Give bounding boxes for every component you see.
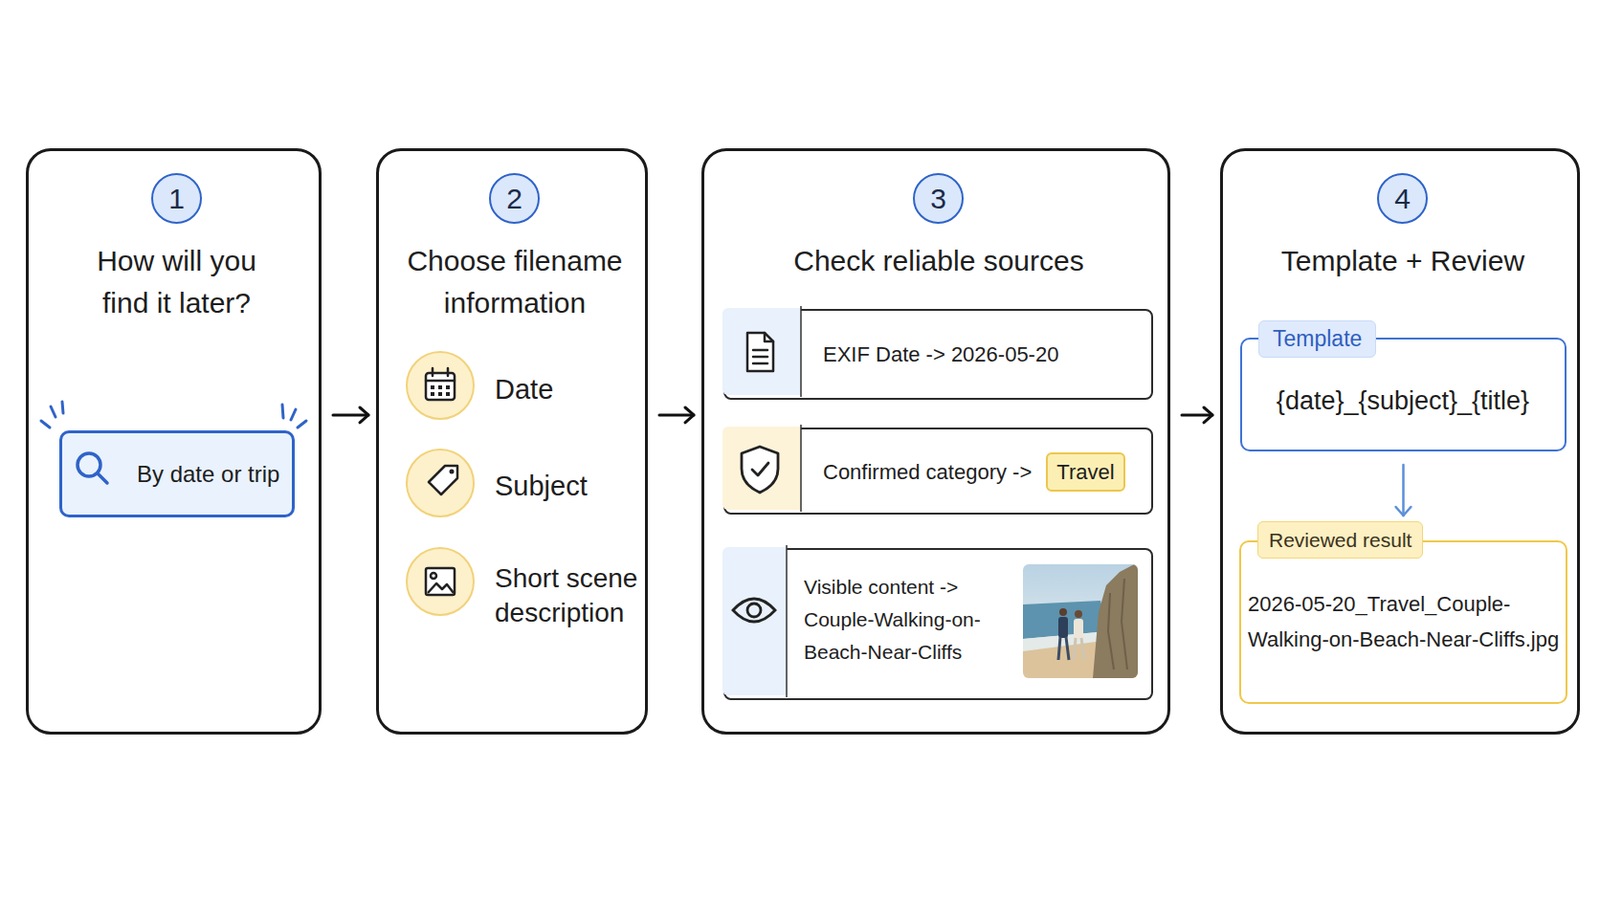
- flow-arrow: [659, 407, 694, 423]
- source-text: EXIF Date -> 2026-05-20: [822, 340, 1139, 370]
- step-panel: Check reliable sources 3EXIF Date -> 2026…: [701, 148, 1171, 735]
- category-text: Travel: [1047, 454, 1124, 490]
- search-text: By date or trip: [136, 459, 295, 490]
- source-text: Confirmed category ->: [822, 458, 1044, 488]
- result-filename: 2026-05-20_Travel_Couple-Walking-on-Beac…: [1247, 586, 1566, 658]
- step-number: 3: [914, 175, 962, 223]
- arrow-line: [659, 413, 694, 417]
- step-number-circle: 3: [912, 173, 964, 224]
- flow-arrow: [333, 407, 369, 423]
- step-number: 2: [490, 175, 538, 223]
- category-pill: Travel: [1045, 452, 1126, 492]
- step-number-circle: 2: [488, 173, 540, 224]
- result-tab: Reviewed result: [1257, 521, 1423, 559]
- template-text: {date}_{subject}_{title}: [1242, 384, 1564, 418]
- item-label: Subject: [494, 468, 639, 504]
- step-number: 4: [1378, 175, 1426, 223]
- source-box: Confirmed category ->Travel: [723, 427, 1154, 515]
- source-box: EXIF Date -> 2026-05-20: [723, 309, 1154, 400]
- step-title: How will you find it later?: [70, 240, 283, 325]
- result-box: Reviewed result2026-05-20_Travel_Couple-…: [1239, 540, 1568, 705]
- arrow-line: [1181, 413, 1213, 417]
- step-panel: How will you find it later? 1 By date or t…: [25, 148, 322, 735]
- step-panel: Choose filename information 2DateSubjectS…: [376, 148, 648, 735]
- arrow-head: [359, 407, 369, 423]
- step-number: 1: [153, 175, 200, 223]
- item-label: Date: [494, 372, 639, 407]
- template-box: Template{date}_{subject}_{title}: [1240, 337, 1567, 452]
- step-number-circle: 4: [1377, 173, 1428, 224]
- source-text: Visible content -> Couple-Walking-on-Bea…: [803, 571, 1021, 669]
- arrow-head: [1203, 407, 1213, 423]
- step-number-circle: 1: [151, 173, 202, 224]
- arrow-head: [685, 407, 694, 423]
- arrow-line: [333, 413, 369, 417]
- flow-arrow: [1181, 407, 1213, 423]
- search-box: By date or trip: [59, 430, 295, 518]
- source-box: Visible content -> Couple-Walking-on-Bea…: [723, 548, 1154, 701]
- step-title: Choose filename information: [388, 240, 642, 325]
- template-tab: Template: [1258, 320, 1377, 358]
- step-title: Template + Review: [1232, 240, 1574, 283]
- item-label: Short scene description: [494, 561, 648, 631]
- step-title: Check reliable sources: [713, 240, 1164, 283]
- step-panel: Template + Review4Template{date}_{subjec…: [1220, 148, 1580, 735]
